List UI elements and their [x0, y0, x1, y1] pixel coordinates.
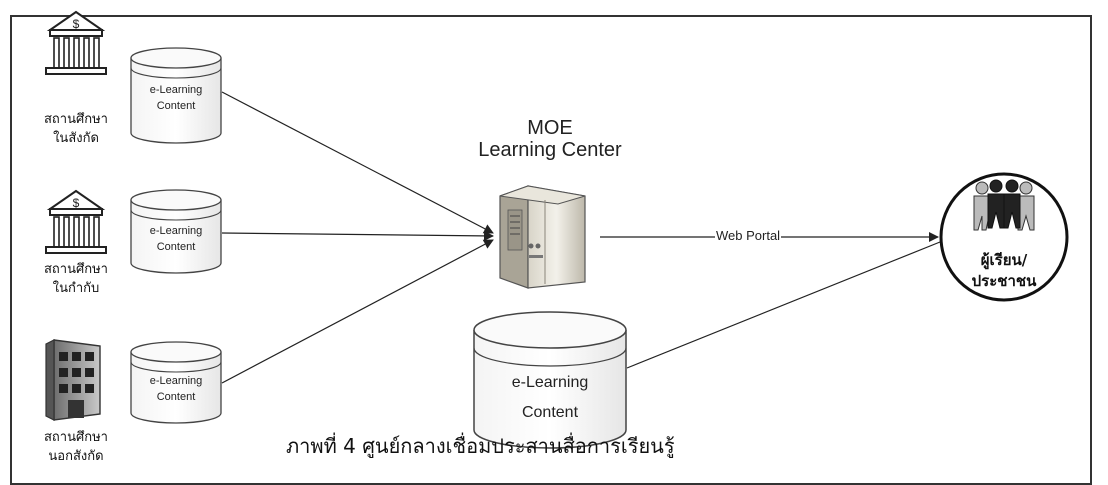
connector-source1-hub [221, 91, 494, 234]
database-1-text: e-Learning Content [131, 82, 221, 114]
source-3-label-line2: นอกสังกัด [48, 449, 104, 464]
source-1-label-line2: ในสังกัด [53, 131, 99, 146]
source-2-label-line2: ในกำกับ [52, 281, 100, 296]
target-node [939, 172, 1069, 302]
diagram-canvas: $ $ [45, 10, 1069, 449]
database-2-icon [130, 189, 222, 274]
source-1-group: $ [45, 10, 222, 144]
figure-caption: ภาพที่ 4 ศูนย์กลางเชื่อมประสานสื่อการเรี… [286, 434, 675, 458]
web-portal-label: Web Portal [715, 228, 782, 243]
source-3-label: สถานศึกษา นอกสังกัด [34, 428, 118, 466]
target-label-line2: ประชาชน [971, 272, 1037, 290]
central-database-text: e-Learning Content [474, 368, 626, 428]
connector-source2-hub [221, 230, 494, 241]
connector-source3-hub [221, 239, 494, 384]
svg-text:$: $ [73, 17, 80, 31]
source-2-label-line1: สถานศึกษา [44, 262, 108, 277]
connector-lines [221, 91, 941, 384]
office-building-icon [45, 339, 101, 421]
target-label: ผู้เรียน/ ประชาชน [954, 250, 1054, 292]
database-1-line2: Content [156, 100, 196, 112]
hub-title: MOE Learning Center [440, 117, 660, 161]
central-database-line2: Content [521, 404, 579, 421]
database-3-text: e-Learning Content [131, 373, 221, 405]
source-3-group [45, 339, 222, 424]
source-1-label: สถานศึกษา ในสังกัด [34, 110, 118, 148]
database-2-line1: e-Learning [149, 225, 203, 237]
source-1-label-line1: สถานศึกษา [44, 112, 108, 127]
people-group-icon [973, 179, 1035, 231]
bank-building-icon: $ [45, 10, 107, 75]
database-3-icon [130, 341, 222, 424]
target-label-line1: ผู้เรียน/ [980, 251, 1028, 269]
source-2-group: $ [45, 189, 222, 274]
database-3-line2: Content [156, 391, 196, 403]
bank-building-icon: $ [45, 189, 107, 254]
server-icon [499, 185, 586, 289]
central-database-line1: e-Learning [511, 374, 589, 391]
central-database-icon [473, 311, 627, 449]
database-2-line2: Content [156, 241, 196, 253]
hub-title-line2: Learning Center [478, 139, 622, 161]
source-2-label: สถานศึกษา ในกำกับ [34, 260, 118, 298]
connector-db-target [626, 241, 941, 369]
database-1-line1: e-Learning [149, 84, 203, 96]
database-2-text: e-Learning Content [131, 223, 221, 255]
source-3-label-line1: สถานศึกษา [44, 430, 108, 445]
database-1-icon [130, 47, 222, 144]
database-3-line1: e-Learning [149, 375, 203, 387]
svg-text:$: $ [73, 196, 80, 210]
hub-title-line1: MOE [527, 117, 573, 139]
